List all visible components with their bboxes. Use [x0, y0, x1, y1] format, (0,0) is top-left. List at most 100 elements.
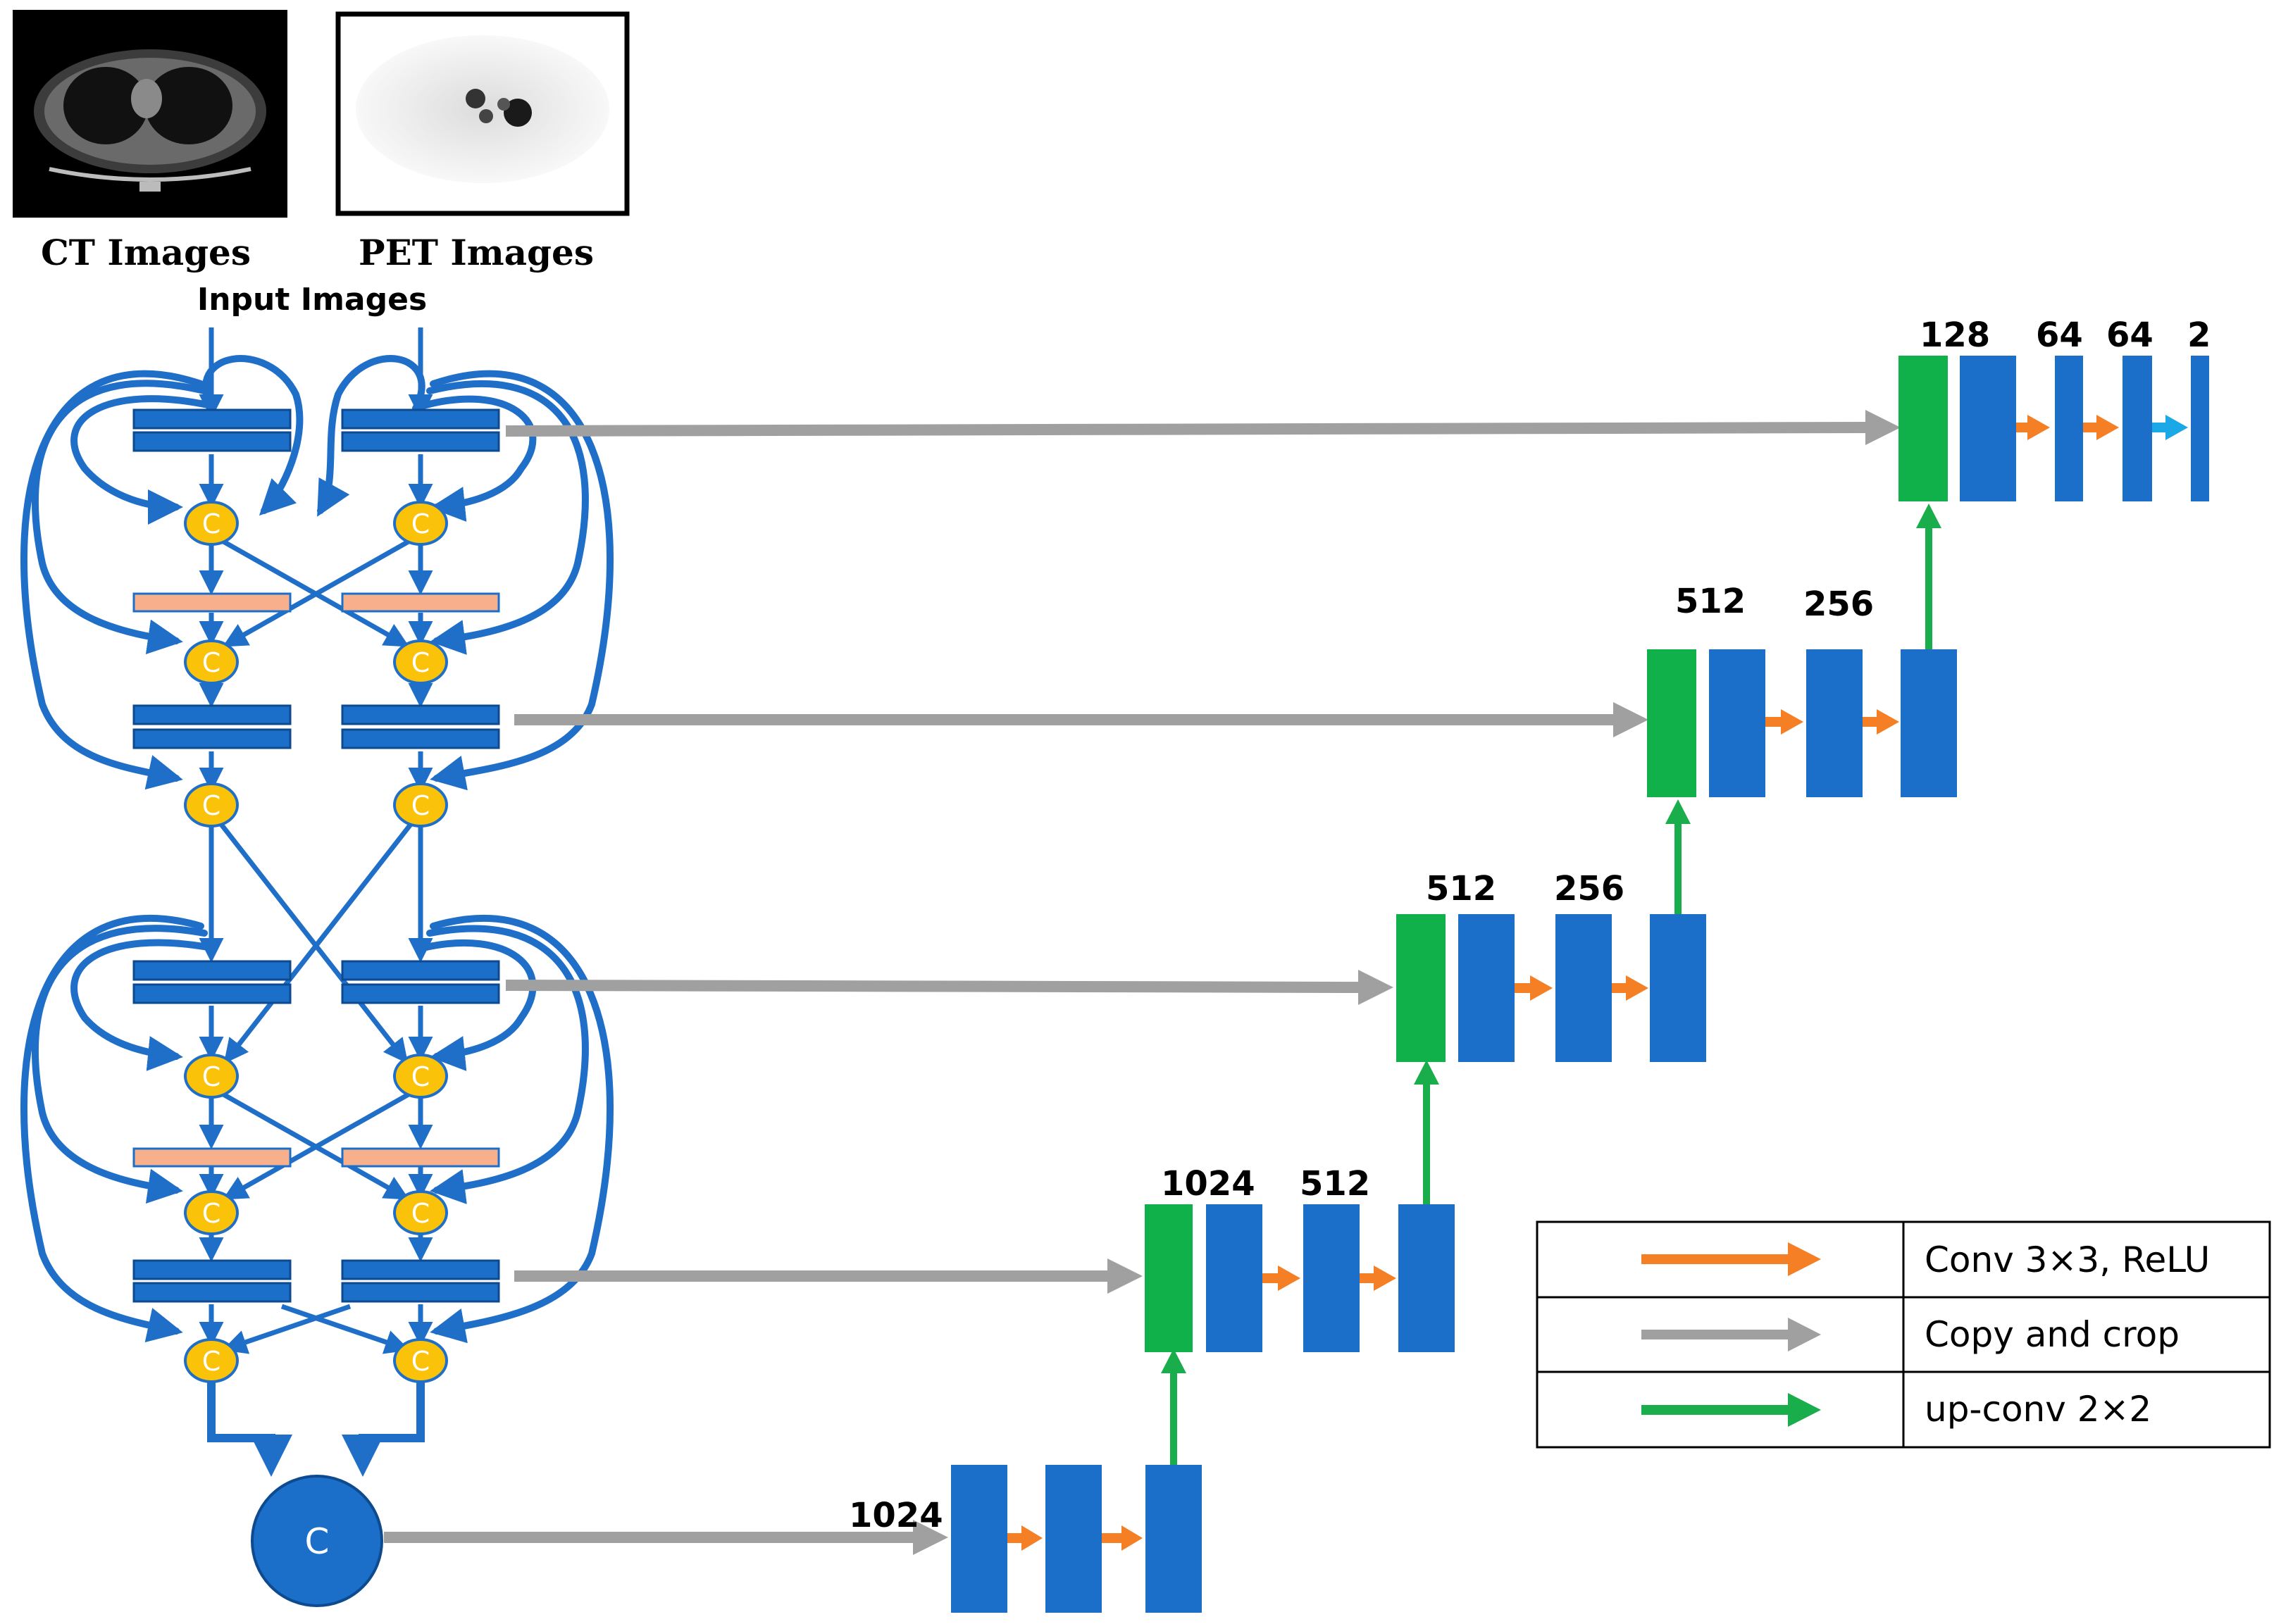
conv-block-ct-4b — [132, 1282, 292, 1303]
level2-block-1 — [1709, 649, 1765, 797]
legend-upconv-label: up-conv 2×2 — [1925, 1389, 2151, 1430]
concat-node: C — [393, 639, 448, 685]
bn-block-pet-1 — [341, 592, 500, 613]
copy-crop-arrows — [384, 410, 1901, 1555]
concat-node-symbol: C — [202, 1061, 221, 1092]
level2-label-2: 256 — [1803, 585, 1874, 624]
concat-node: C — [184, 782, 239, 827]
copy-crop-arrowhead-l3 — [1107, 1258, 1143, 1294]
ct-image — [13, 10, 287, 218]
final-conv-arrow — [2165, 415, 2188, 440]
pet-image — [335, 11, 630, 216]
concat-node: C — [184, 1190, 239, 1235]
legend-copy-arrow — [1788, 1318, 1821, 1351]
final-concat-feed — [207, 1380, 425, 1477]
conv-arrow-b1 — [1021, 1525, 1043, 1551]
conv-arrow-l3b — [1374, 1266, 1396, 1291]
conv-block-pet-1b — [341, 431, 500, 452]
bn-blocks — [132, 592, 500, 1168]
upconv-arrow-2 — [1414, 1060, 1439, 1204]
level2-block-2 — [1806, 649, 1863, 797]
bn-block-ct-2 — [132, 1147, 292, 1168]
level1-block-3 — [1650, 914, 1706, 1062]
top-concat-block — [1898, 356, 1948, 501]
concat-node: C — [393, 501, 448, 546]
concat-node: C — [393, 1190, 448, 1235]
concat-node-symbol: C — [411, 647, 430, 678]
bottom-level-label: 1024 — [849, 1496, 943, 1535]
level2-label-1: 512 — [1675, 582, 1746, 621]
concat-node-symbol: C — [411, 1061, 430, 1092]
upconv-arrow-3 — [1665, 799, 1691, 914]
pet-images-label: PET Images — [359, 232, 594, 273]
top-block-1 — [1960, 356, 2016, 501]
dense-loops — [20, 355, 614, 1344]
concat-node-symbol: C — [202, 1346, 221, 1377]
conv-block-pet-3b — [341, 983, 500, 1004]
bottom-block-1 — [951, 1465, 1007, 1613]
top-block-4 — [2191, 356, 2209, 501]
level3-block-3 — [1398, 1204, 1455, 1352]
decoder-level3: 1024 512 — [1145, 1164, 1455, 1352]
concat-node-symbol: C — [202, 790, 221, 821]
input-images-label: Input Images — [197, 282, 427, 318]
bn-block-ct-1 — [132, 592, 292, 613]
legend: Conv 3×3, ReLU Copy and crop up-conv 2×2 — [1536, 1220, 2271, 1449]
legend-conv-label: Conv 3×3, ReLU — [1925, 1239, 2210, 1280]
concat-node: C — [184, 1338, 239, 1383]
concat-node-symbol: C — [202, 508, 221, 539]
conv-block-ct-3a — [132, 960, 292, 981]
conv-block-ct-1b — [132, 431, 292, 452]
concat-node: C — [184, 501, 239, 546]
level1-block-1 — [1458, 914, 1515, 1062]
conv-block-ct-2a — [132, 704, 292, 725]
top-label-1: 128 — [1920, 316, 1990, 355]
copy-crop-arrowhead-top — [1865, 410, 1901, 445]
encoder-flow — [199, 327, 433, 1354]
copy-crop-arrow-top — [505, 422, 1867, 437]
level3-label-1: 1024 — [1161, 1164, 1255, 1204]
upconv-arrow-4 — [1916, 504, 1941, 649]
conv-block-ct-4a — [132, 1259, 292, 1280]
ct-images-label: CT Images — [41, 232, 251, 273]
bottom-block-3 — [1145, 1465, 1202, 1613]
upconv-arrow-1 — [1161, 1349, 1186, 1465]
legend-copy-label: Copy and crop — [1925, 1314, 2180, 1355]
conv-arrow-l1b — [1626, 975, 1648, 1001]
legend-conv-arrow — [1788, 1242, 1821, 1276]
legend-upconv-arrow — [1788, 1393, 1821, 1427]
level2-block-3 — [1901, 649, 1957, 797]
concat-node: C — [184, 639, 239, 685]
copy-crop-arrow-l1 — [505, 980, 1360, 993]
conv-arrow-b2 — [1121, 1525, 1143, 1551]
level1-label-2: 256 — [1554, 869, 1624, 908]
conv-arrow-l2b — [1877, 709, 1899, 735]
top-label-3: 64 — [2106, 316, 2153, 355]
concat-node-symbol: C — [411, 790, 430, 821]
conv-block-pet-2a — [341, 704, 500, 725]
level3-label-2: 512 — [1300, 1164, 1370, 1204]
conv-block-pet-1a — [341, 408, 500, 430]
level2-concat-block — [1647, 649, 1696, 797]
conv-arrow-l2a — [1781, 709, 1803, 735]
conv-block-ct-2b — [132, 728, 292, 749]
level3-block-1 — [1206, 1204, 1262, 1352]
conv-block-ct-3b — [132, 983, 292, 1004]
decoder-level2: 512 256 — [1647, 582, 1957, 797]
conv-block-pet-3a — [341, 960, 500, 981]
concat-node: C — [393, 782, 448, 827]
copy-crop-arrowhead-bottom — [913, 1520, 948, 1555]
bottom-block-2 — [1045, 1465, 1102, 1613]
decoder-top: 128 64 64 2 — [1898, 316, 2211, 501]
level3-concat-block — [1145, 1204, 1193, 1352]
conv-block-pet-2b — [341, 728, 500, 749]
concat-node-symbol: C — [411, 508, 430, 539]
concat-node: C — [393, 1054, 448, 1099]
conv-arrow-l1a — [1530, 975, 1553, 1001]
top-block-3 — [2122, 356, 2152, 501]
concat-node-symbol: C — [202, 1198, 221, 1229]
decoder-level1: 512 256 — [1396, 869, 1706, 1062]
conv-arrow-t2 — [2096, 415, 2119, 440]
